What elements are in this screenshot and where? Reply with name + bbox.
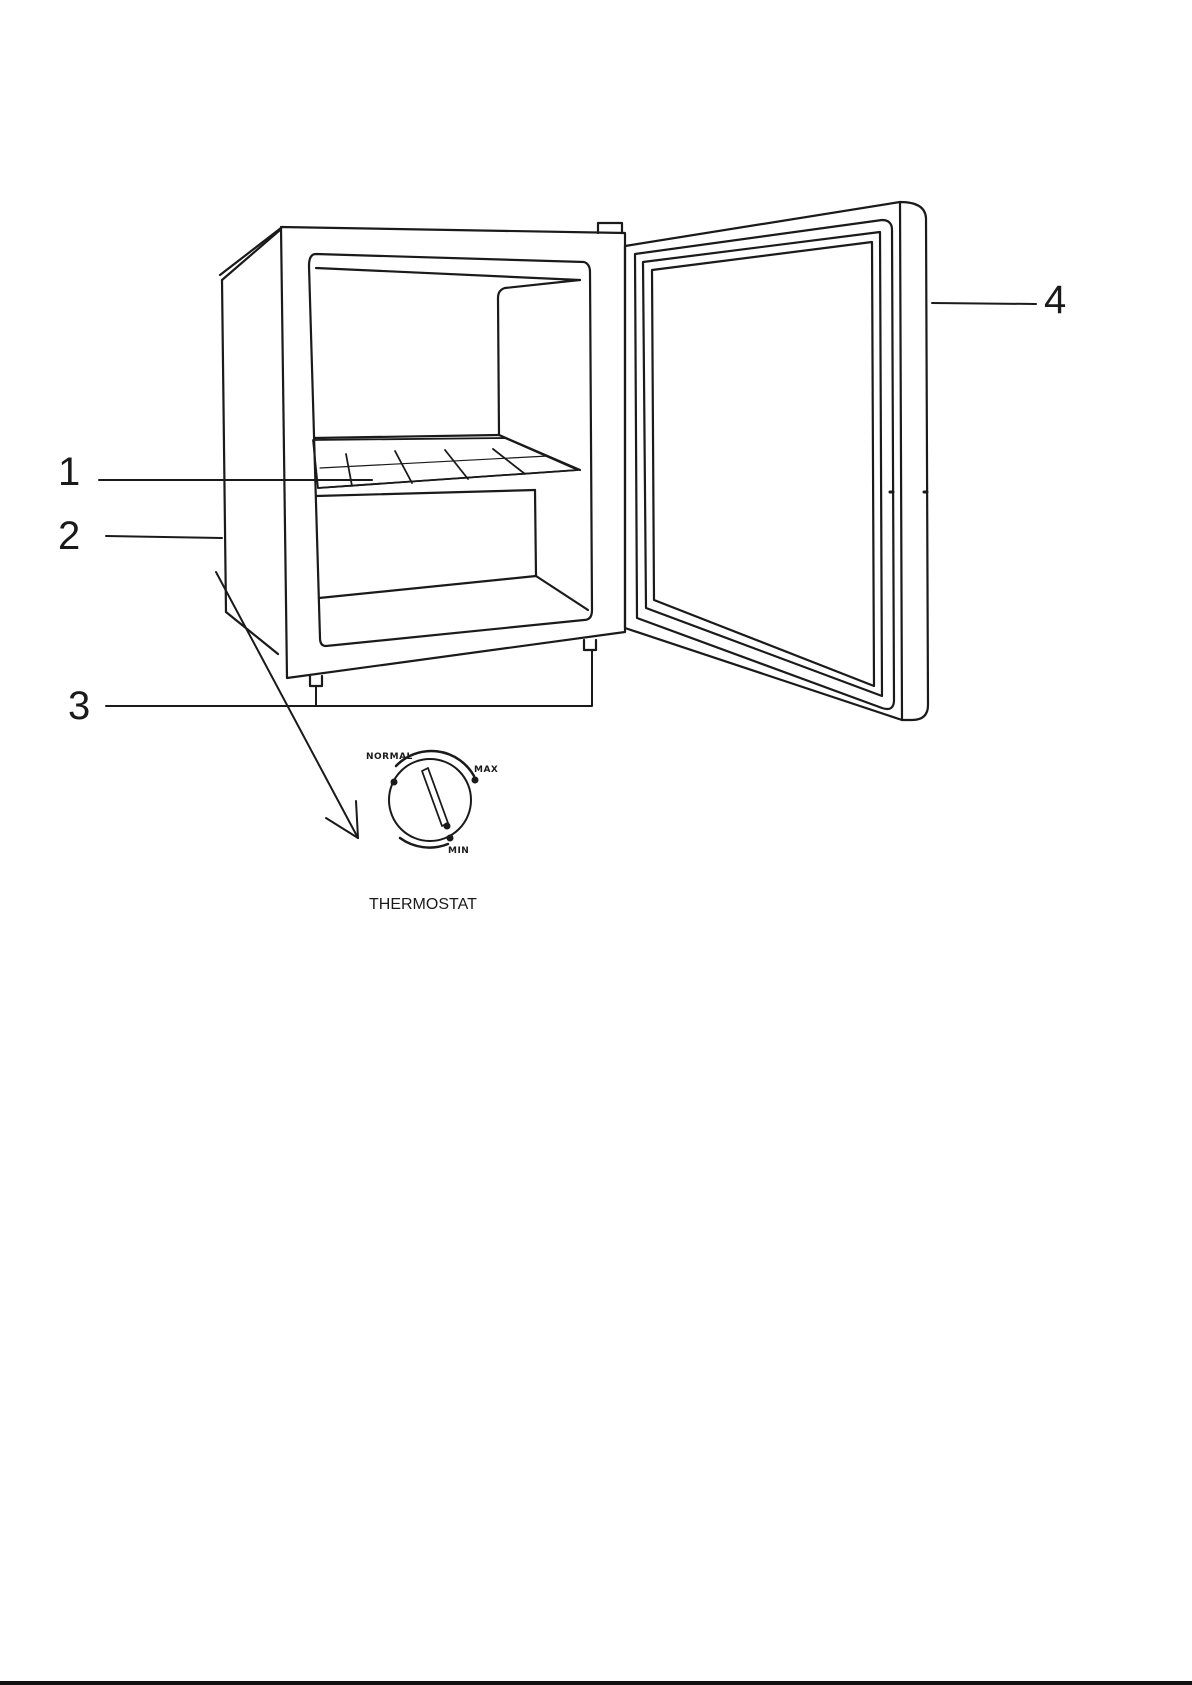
- thermostat-caption: THERMOSTAT: [369, 896, 477, 914]
- callout-feet: 3: [68, 686, 90, 726]
- adjustable-feet: [310, 640, 596, 686]
- dial-label-normal: NORMAL: [366, 752, 413, 762]
- leader-lines: [99, 303, 1036, 706]
- callout-cabinet: 2: [58, 516, 80, 556]
- callout-door: 4: [1044, 280, 1066, 320]
- dial-label-min: MIN: [448, 846, 469, 856]
- dial-label-max: MAX: [474, 765, 498, 775]
- callout-shelf: 1: [58, 452, 80, 492]
- thermostat-dial: [389, 751, 479, 848]
- page-bottom-rule: [0, 1681, 1192, 1685]
- cabinet-front-frame: [281, 227, 625, 678]
- inner-cavity: [309, 254, 592, 646]
- open-door: [625, 202, 928, 720]
- cabinet-side-panel: [220, 228, 281, 654]
